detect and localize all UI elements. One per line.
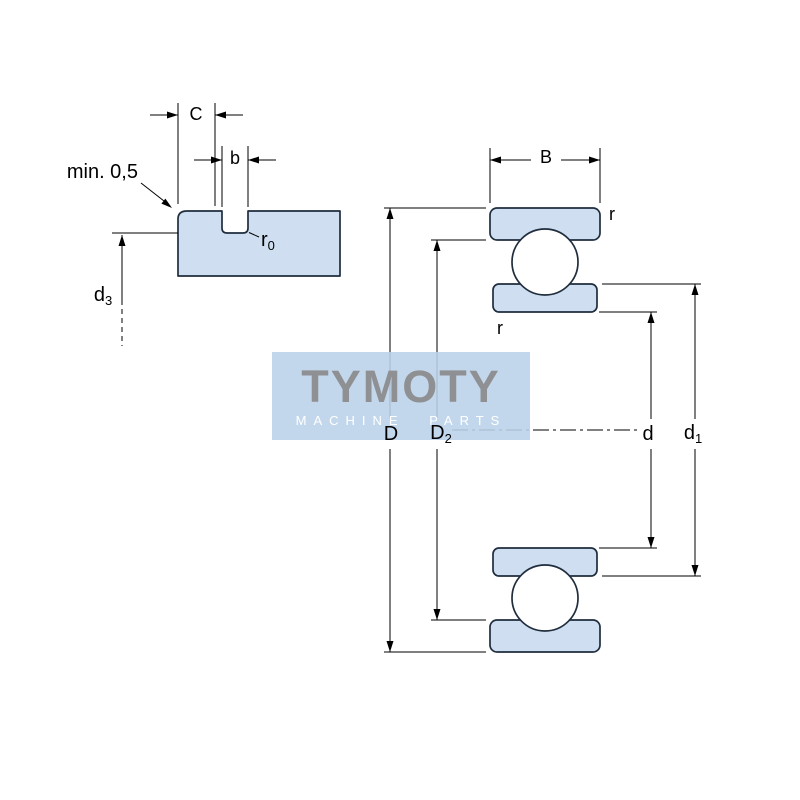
label-r-inner: r [497,318,503,338]
arrowhead [433,609,441,620]
arrowhead [167,111,178,119]
label-d1: d1 [684,423,702,445]
section-view [384,148,701,653]
arrowhead [248,156,259,164]
arrowhead [647,537,655,548]
watermark-subtitle: MACHINE PARTS [295,413,507,428]
arrowhead [386,208,394,219]
arrowhead [386,641,394,652]
label-r0: r0 [261,230,275,252]
label-r0-base: r [261,229,268,251]
watermark-title: TYMOTY [301,361,501,412]
dimension-d3 [112,232,178,346]
label-b: b [229,148,241,168]
label-D: D [383,423,399,445]
label-D2: D2 [430,423,452,445]
label-D2-base: D [430,422,445,444]
label-r-outer: r [609,204,615,224]
label-d: d [642,423,654,445]
label-B: B [539,147,553,167]
label-D2-sub: 2 [444,431,452,446]
arrowhead [647,312,655,323]
dimension-b [194,146,276,207]
arrowhead [433,240,441,251]
arrowhead [118,235,126,246]
watermark: TYMOTY MACHINE PARTS [272,352,530,440]
leader-r0 [248,232,260,238]
dimension-B [489,148,601,203]
label-d1-sub: 1 [694,431,703,446]
arrowhead [589,156,600,164]
arrowhead [490,156,501,164]
label-C: C [189,104,203,124]
arrowhead [691,565,699,576]
dimension-d1 [602,283,701,577]
arrowhead [215,111,226,119]
detail-view [112,103,341,346]
leader-min-0-5 [140,182,172,208]
arrowhead [211,156,222,164]
label-d3-base: d [93,284,105,306]
ball-bottom [511,564,579,632]
label-min-0-5: min. 0,5 [66,161,138,183]
ring-section-with-groove [177,210,341,277]
arrowhead [161,198,172,208]
dimension-C [150,103,243,206]
label-r0-sub: 0 [267,238,275,253]
label-d3-sub: 3 [104,293,113,308]
dimension-d [599,311,657,549]
label-d3: d3 [94,285,112,307]
ball-top [511,228,579,296]
leader-line [140,182,165,202]
arrowhead [691,284,699,295]
label-d1-base: d [683,422,695,444]
